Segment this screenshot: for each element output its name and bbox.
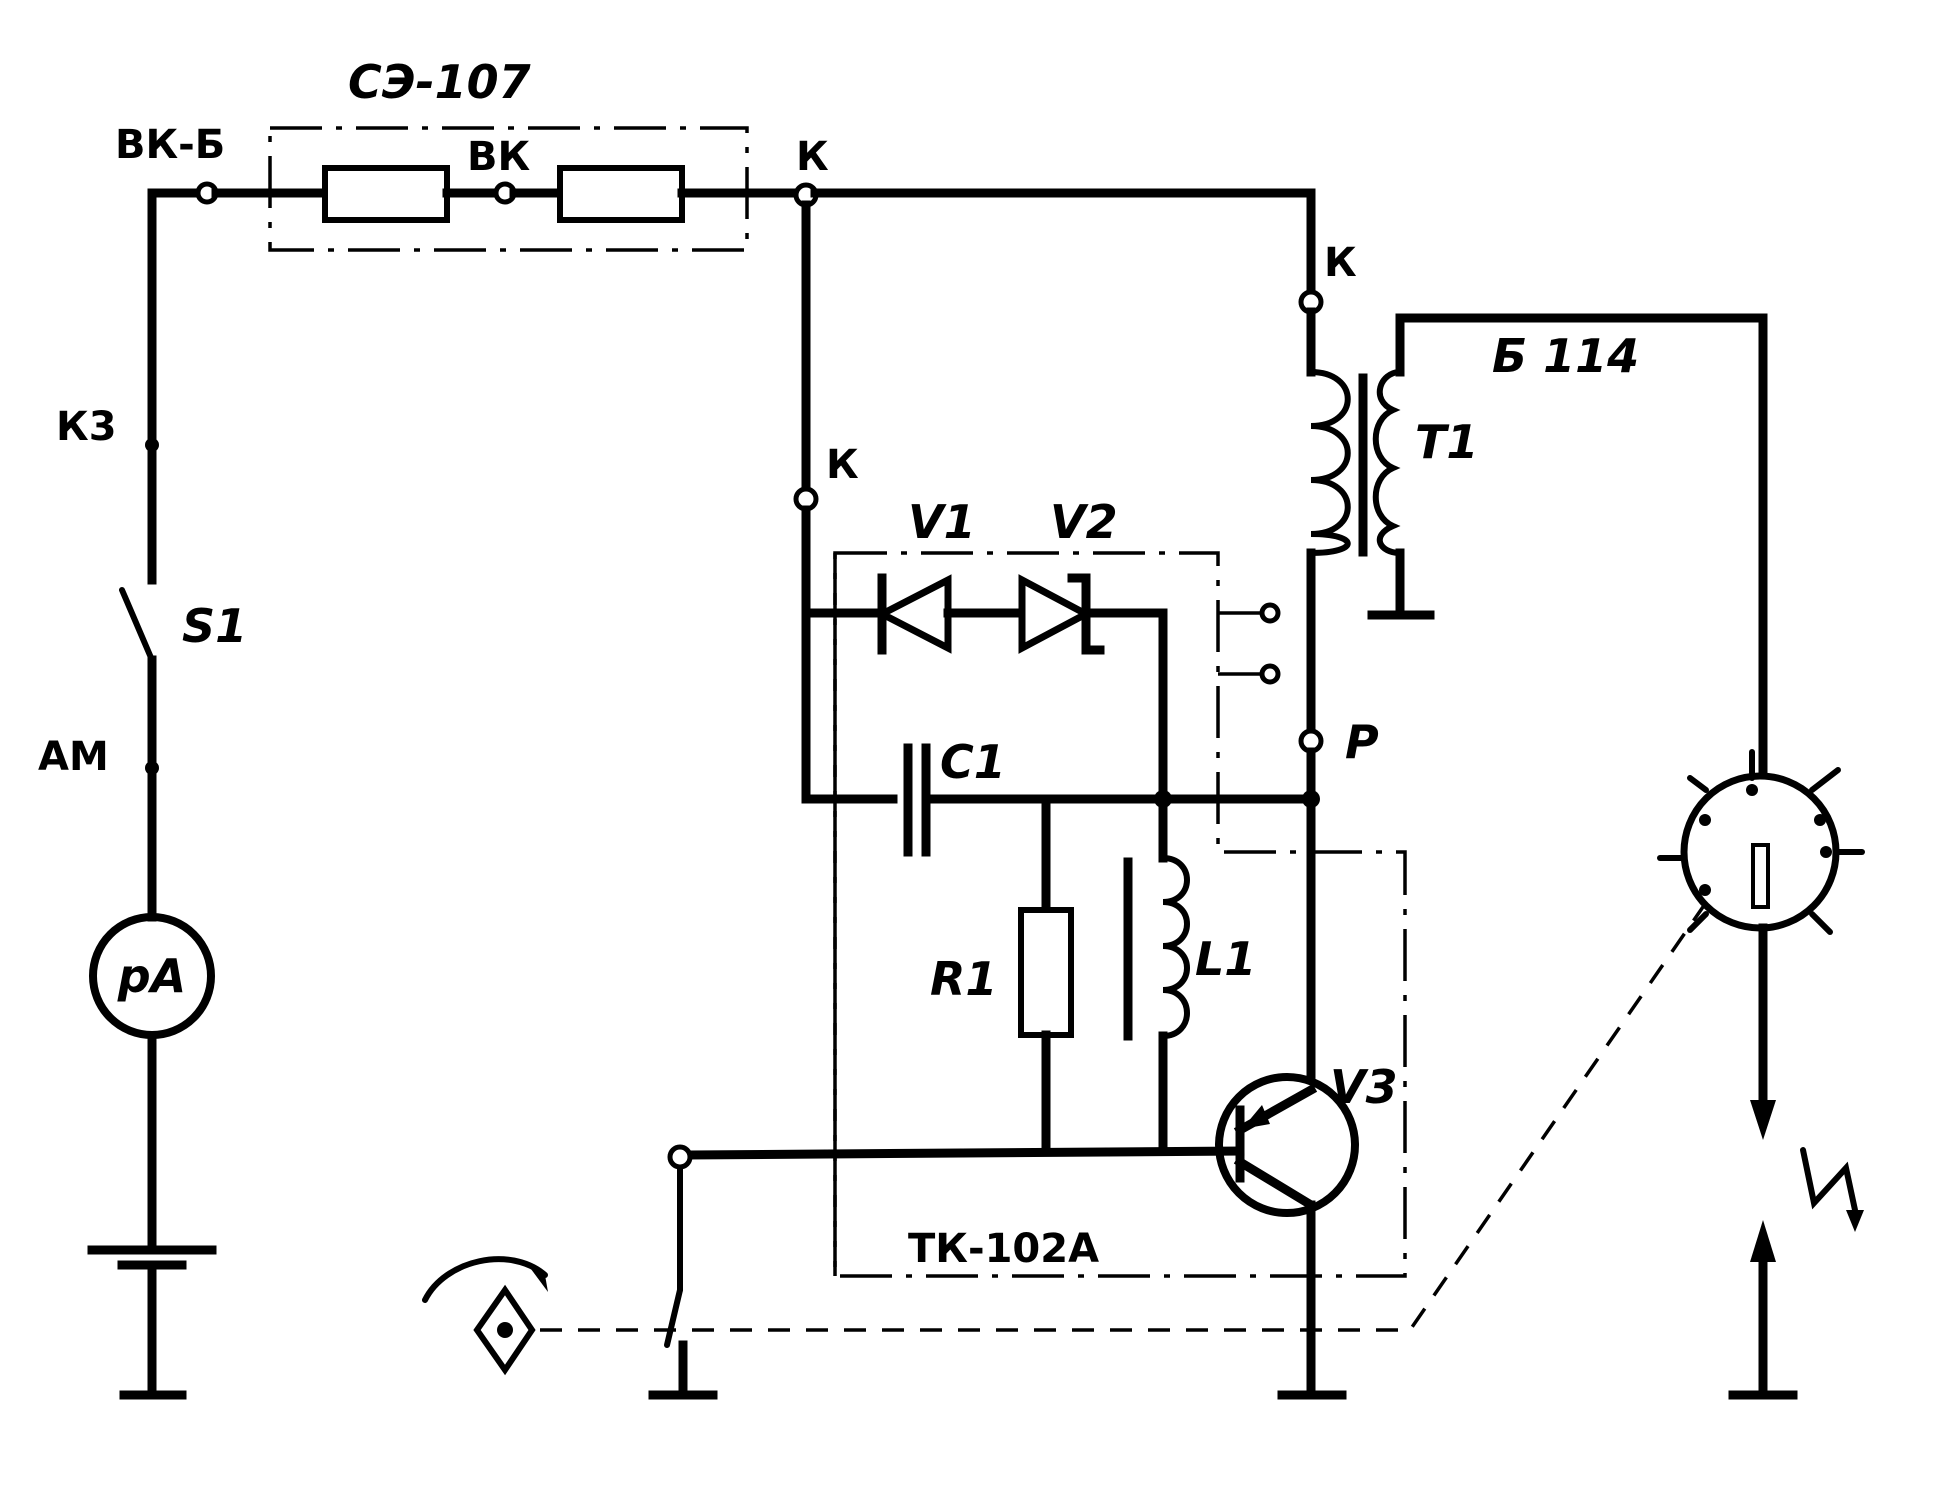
inductor-l1: L1 — [1123, 794, 1256, 1156]
spark-icon — [1800, 1147, 1858, 1213]
ballast-resistor-se107: СЭ-107 ВК К — [211, 55, 829, 252]
wire-coil-distributor — [1395, 313, 1768, 827]
label-k-mid: К — [826, 442, 859, 488]
label-k-top: К — [796, 134, 829, 180]
transistor-v3: V3 — [1215, 1060, 1398, 1217]
coil-secondary-winding — [1372, 369, 1403, 556]
mechanical-link-dashed — [540, 903, 1707, 1332]
arrow-down-icon — [1750, 1100, 1776, 1140]
label-am: АМ — [38, 734, 109, 780]
connector-pin-2 — [1259, 663, 1281, 685]
battery-symbol — [87, 1030, 217, 1270]
breaker-contact — [648, 1165, 718, 1400]
label-v1: V1 — [908, 495, 976, 549]
label-se107: СЭ-107 — [348, 55, 531, 109]
label-r1: R1 — [930, 952, 997, 1006]
distributor-rotor — [1751, 843, 1770, 909]
wire-k3-vkb — [147, 188, 212, 450]
breaker-cam-icon — [422, 1256, 548, 1376]
distributor — [1657, 749, 1865, 935]
label-k3: К3 — [56, 404, 117, 450]
rotation-arrow-icon — [422, 1256, 548, 1303]
label-vk-b: ВК-Б — [115, 122, 225, 168]
wire-base — [685, 1146, 1245, 1160]
label-v3: V3 — [1330, 1060, 1398, 1114]
label-c1: C1 — [940, 735, 1006, 789]
capacitor-c1: C1 — [903, 735, 1316, 857]
ammeter-pa: pA — [89, 913, 215, 1039]
switch-unit-tk102a: ТК-102А — [833, 551, 1407, 1278]
label-vk: ВК — [467, 134, 530, 180]
diode-v1: V1 — [874, 495, 976, 655]
ignition-coil-t1: T1 Б 114 — [1308, 313, 1768, 827]
label-p: Р — [1345, 715, 1379, 769]
label-s1: S1 — [182, 599, 247, 653]
label-v2: V2 — [1050, 495, 1118, 549]
wire-top-bus — [810, 188, 1316, 296]
arrow-up-icon — [1750, 1220, 1776, 1262]
spark-plug — [1728, 1147, 1864, 1400]
wire-k-c1 — [801, 505, 898, 804]
label-tk102a: ТК-102А — [908, 1226, 1099, 1272]
coil-primary-winding — [1308, 369, 1351, 556]
terminal-breaker — [667, 1144, 693, 1170]
diode-v2: V2 — [1018, 495, 1118, 655]
label-b114: Б 114 — [1492, 329, 1639, 383]
switch-s1 — [119, 440, 157, 663]
connector-pin-1 — [1259, 602, 1281, 624]
ammeter-label: pA — [117, 949, 187, 1003]
tk102a-enclosure — [833, 551, 1407, 1278]
label-t1: T1 — [1415, 415, 1478, 469]
label-k-right: К — [1324, 240, 1357, 286]
resistor-r1: R1 — [930, 794, 1074, 1156]
ballast-resistor-2 — [557, 165, 685, 223]
left-branch: pA ВК-Б К3 S1 АМ — [38, 122, 247, 1400]
label-l1: L1 — [1195, 932, 1256, 986]
ballast-resistor-1 — [322, 165, 450, 223]
wire-v2-node — [1081, 608, 1168, 804]
